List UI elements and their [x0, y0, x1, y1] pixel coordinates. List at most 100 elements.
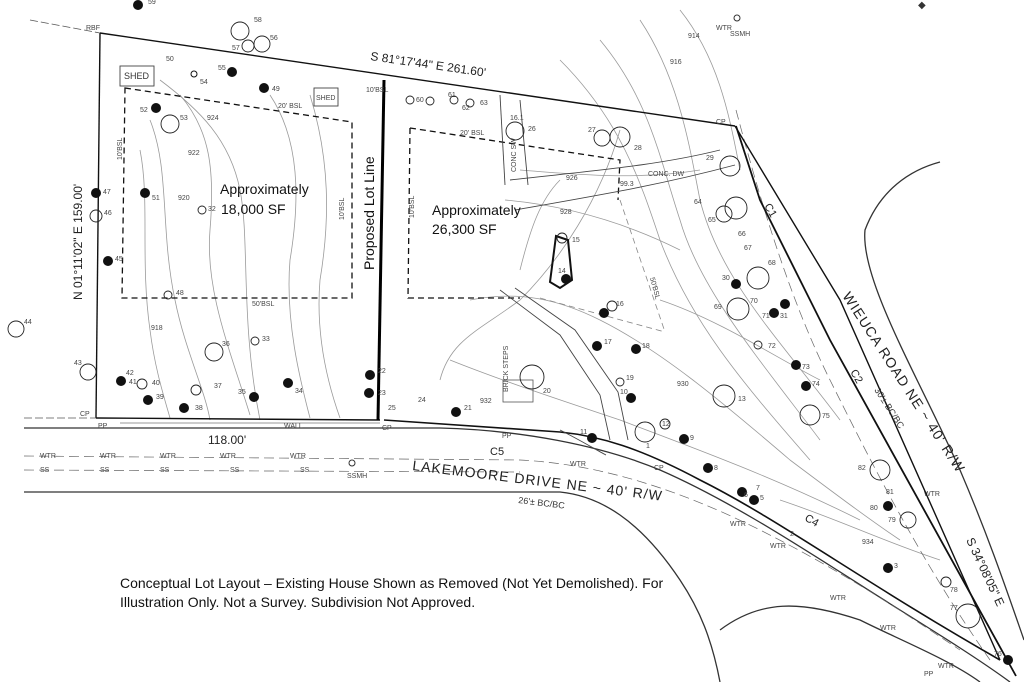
contour-label: 930	[677, 381, 689, 388]
tree-number: 47	[103, 189, 111, 196]
tree-number: 59	[148, 0, 156, 6]
tree-canopy-icon	[615, 377, 625, 387]
tree-solid-icon	[703, 463, 713, 473]
tree-number: 75	[822, 413, 830, 420]
east-lot-label: Approximately	[432, 202, 521, 218]
proposed-lot-line	[376, 79, 386, 421]
tree-number: 13	[738, 396, 746, 403]
tree-canopy-icon	[712, 384, 736, 408]
tree-canopy-icon	[609, 126, 631, 148]
shed-label: SHED	[316, 95, 335, 102]
curve-label: C1	[761, 202, 778, 220]
tree-number: 2	[790, 531, 794, 538]
tree-canopy-icon	[799, 404, 821, 426]
contour-label: 914	[688, 33, 700, 40]
tree-solid-icon	[143, 395, 153, 405]
east-lot-area: 26,300 SF	[432, 221, 497, 237]
tree-canopy-icon	[940, 576, 952, 588]
tree-canopy-icon	[405, 95, 415, 105]
tree-canopy-icon	[715, 205, 733, 223]
tree-number: 62	[462, 105, 470, 112]
survey-tie-line	[29, 19, 101, 34]
frontage-label: 118.00'	[208, 433, 246, 447]
tree-canopy-icon	[136, 378, 148, 390]
tree-canopy-icon	[465, 98, 475, 108]
tree-number: 30	[722, 275, 730, 282]
tree-number: 38	[195, 405, 203, 412]
water-line-label: WTR	[290, 453, 306, 460]
tree-number: 71	[762, 313, 770, 320]
east-property-line	[735, 125, 1017, 677]
contour-label: 922	[188, 150, 200, 157]
tree-solid-icon	[249, 392, 259, 402]
tree-canopy-icon	[197, 205, 207, 215]
tree-number: 26	[528, 126, 536, 133]
contour-label: 926	[566, 175, 578, 182]
setback-label: 20' BSL	[460, 130, 484, 137]
tree-canopy-icon	[753, 340, 763, 350]
tree-solid-icon	[103, 256, 113, 266]
setback-line	[619, 199, 666, 333]
lakemoore-drive-width: 26'± BC/BC	[518, 495, 566, 511]
tree-solid-icon	[91, 188, 101, 198]
tree-canopy-icon	[659, 418, 671, 430]
tree-number: 66	[738, 231, 746, 238]
tree-solid-icon	[283, 378, 293, 388]
tree-solid-icon	[791, 360, 801, 370]
tree-number: 48	[176, 290, 184, 297]
setback-label: 10'BSL	[117, 138, 124, 160]
tree-number: 65	[708, 217, 716, 224]
tree-number: 53	[180, 115, 188, 122]
tree-number: 45	[115, 256, 123, 263]
tree-solid-icon	[780, 299, 790, 309]
property-boundary	[95, 32, 1001, 661]
tree-number: 70	[750, 298, 758, 305]
tree-number: 7	[756, 485, 760, 492]
tree-number: 78	[950, 587, 958, 594]
curve-label: C2	[847, 368, 864, 386]
tree-solid-icon	[883, 563, 893, 573]
tree-number: 72	[768, 343, 776, 350]
tree-number: 35	[238, 389, 246, 396]
tree-number: 15	[572, 237, 580, 244]
tree-canopy-icon	[425, 96, 435, 106]
spot-elevation: 16.1	[510, 115, 524, 122]
tree-number: 5	[760, 495, 764, 502]
cp-label: CP	[716, 119, 726, 126]
contour-lines	[139, 9, 941, 561]
setback-label: 50'BSL	[252, 301, 274, 308]
curve-label: C5	[490, 446, 504, 458]
tree-number: 22	[378, 368, 386, 375]
water-line-label: WTR	[570, 461, 586, 468]
tree-number: 10	[620, 389, 628, 396]
tree-number: 50	[166, 56, 174, 63]
tree-solid-icon	[749, 495, 759, 505]
ssmh-label: SSMH	[347, 473, 367, 480]
concrete-sidewalk-label: CONC SW	[511, 138, 518, 172]
tree-number: 58	[254, 17, 262, 24]
tree-canopy-icon	[89, 209, 103, 223]
tree-solid-icon	[801, 381, 811, 391]
tree-solid-icon	[451, 407, 461, 417]
tree-solid-icon	[140, 188, 150, 198]
tree-canopy-icon	[449, 95, 459, 105]
tree-solid-icon	[259, 83, 269, 93]
tree-canopy-icon	[593, 129, 611, 147]
tree-canopy-icon	[955, 603, 981, 629]
survey-pin-icon	[190, 70, 198, 78]
manhole-icon	[733, 14, 741, 22]
tree-solid-icon	[592, 341, 602, 351]
sewer-line-label: SS	[160, 467, 170, 474]
tree-solid-icon	[561, 274, 571, 284]
water-line-label: WTR	[160, 453, 176, 460]
water-line-label: WTR	[730, 521, 746, 528]
contour-label: 920	[178, 195, 190, 202]
contour-label: 924	[207, 115, 219, 122]
tree-number: 79	[888, 517, 896, 524]
water-line-label: WTR	[220, 453, 236, 460]
wall-label: WALL	[284, 423, 303, 430]
front-property-line	[383, 419, 1001, 661]
tree-canopy-icon	[724, 196, 748, 220]
water-line-label: WTR	[716, 25, 732, 32]
tree-solid-icon	[587, 433, 597, 443]
